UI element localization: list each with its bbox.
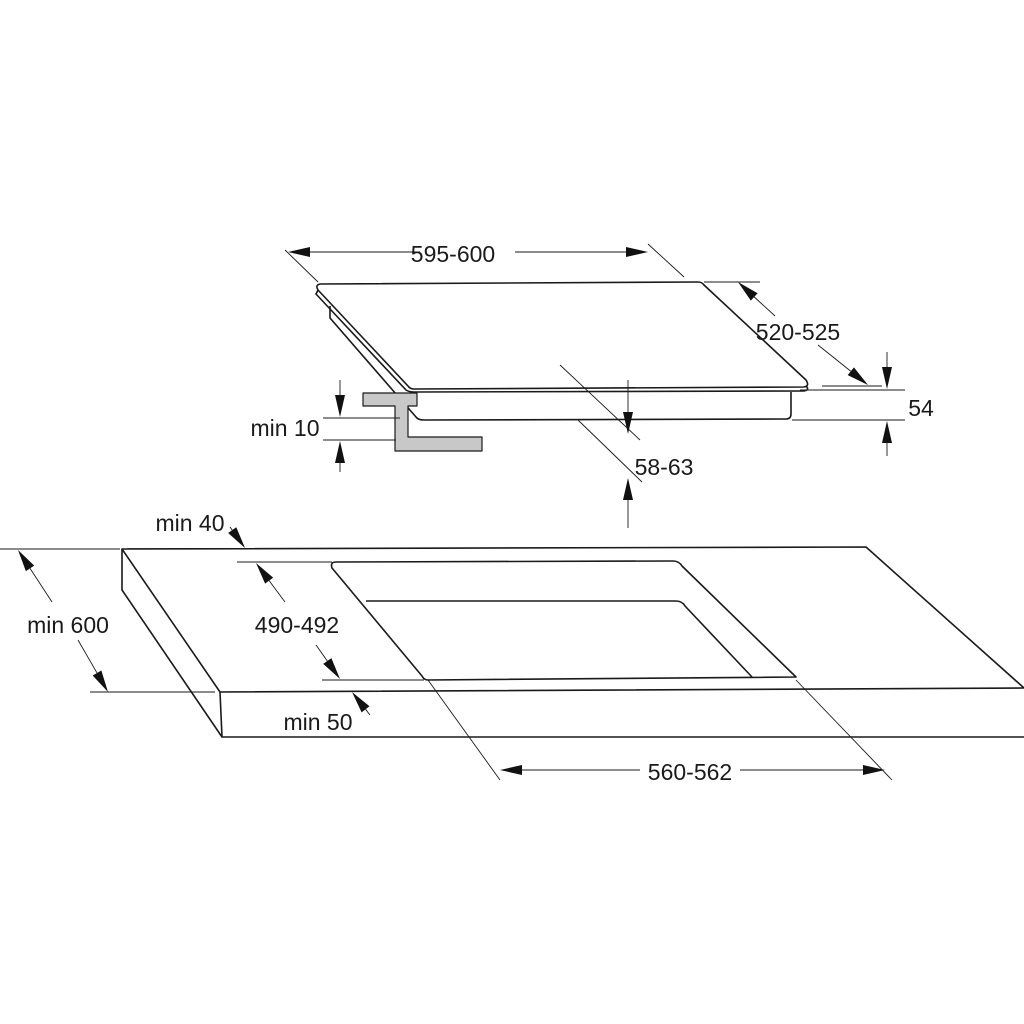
- arrowhead-icon: [288, 247, 310, 257]
- cutout-inner: [366, 600, 753, 678]
- extension-line: [577, 419, 643, 483]
- dimension-line: [365, 709, 371, 716]
- arrowhead-icon: [335, 441, 345, 463]
- arrowhead-icon: [882, 421, 892, 443]
- arrowhead-icon: [847, 367, 868, 385]
- extension-line: [284, 249, 319, 283]
- dimension-line: [315, 644, 328, 662]
- label-rear-margin: min 40: [155, 510, 224, 536]
- dimension-line: [817, 344, 852, 372]
- label-cutout-front-depth: 58-63: [635, 454, 694, 480]
- arrowhead-icon: [92, 670, 108, 692]
- dimension-line: [268, 580, 286, 603]
- cutout-outer: [330, 560, 797, 681]
- hob: [315, 281, 809, 421]
- label-hob-height: 54: [908, 395, 934, 421]
- label-hob-width: 595-600: [411, 241, 495, 267]
- arrowhead-icon: [863, 765, 885, 775]
- hob-glass-edge: [315, 289, 809, 393]
- arrowhead-icon: [623, 478, 633, 500]
- hob-body: [329, 306, 792, 421]
- arrowhead-icon: [738, 282, 758, 301]
- label-cutout-depth: 490-492: [255, 612, 339, 638]
- label-min-gap-below: min 10: [250, 415, 319, 441]
- label-front-margin: min 50: [283, 709, 352, 735]
- arrowhead-icon: [335, 395, 345, 417]
- dimension-line: [229, 526, 233, 531]
- worktop-top-face: [121, 546, 1024, 693]
- label-hob-depth: 520-525: [756, 319, 840, 345]
- arrowhead-icon: [256, 563, 274, 584]
- extension-line: [427, 679, 501, 781]
- extension-line: [795, 679, 893, 781]
- arrowhead-icon: [500, 765, 522, 775]
- dimension-line: [77, 639, 98, 674]
- arrowhead-icon: [882, 367, 892, 389]
- dimension-line: [753, 296, 776, 317]
- arrowhead-icon: [626, 247, 648, 257]
- worktop: [121, 546, 1024, 738]
- worktop-left-side: [121, 549, 223, 738]
- arrowhead-icon: [228, 527, 245, 548]
- arrowhead-icon: [18, 550, 35, 572]
- extension-line: [647, 243, 685, 278]
- hob-glass-top: [316, 281, 809, 390]
- label-worktop-depth: min 600: [27, 612, 109, 638]
- dimension-line: [29, 568, 53, 603]
- arrowhead-icon: [623, 412, 633, 434]
- label-cutout-width: 560-562: [648, 759, 732, 785]
- mounting-bracket: [362, 392, 483, 452]
- arrowhead-icon: [323, 658, 340, 679]
- arrowhead-icon: [352, 692, 370, 713]
